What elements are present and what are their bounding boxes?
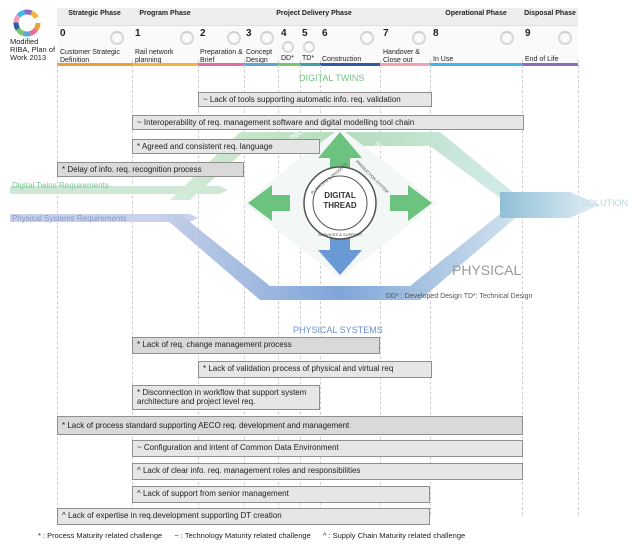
legend-technology: ~ : Technology Maturity related challeng… — [174, 531, 311, 540]
challenge-box: * Disconnection in workflow that support… — [132, 385, 320, 410]
column-guide — [244, 60, 245, 515]
stage-5-name: TD* — [302, 55, 315, 62]
stage-5-number: 5 — [302, 28, 308, 39]
abbreviation-note: DD* : Developed Design TD*: Technical De… — [386, 293, 533, 300]
stage-1-name: Rail network planning — [135, 49, 174, 64]
stage-0-number: 0 — [60, 28, 66, 39]
stage-9-bar — [522, 63, 578, 66]
stage-8-name: In Use — [433, 56, 454, 63]
stage-2-bar — [198, 63, 244, 66]
down-arrow-icon — [318, 236, 362, 275]
stage-4-ring-icon — [282, 41, 294, 53]
column-guide — [57, 60, 58, 515]
dt-requirements-ribbon — [10, 186, 228, 194]
stage-1-number: 1 — [135, 28, 141, 39]
column-guide — [578, 60, 579, 515]
stage-4-number: 4 — [281, 28, 287, 39]
stage-6-ring-icon — [360, 31, 374, 45]
phase-operational: Operational Phase — [445, 10, 507, 17]
challenge-box: * Lack of validation process of physical… — [198, 361, 432, 378]
challenge-box: ~ Lack of tools supporting automatic inf… — [198, 92, 432, 107]
phase-disposal: Disposal Phase — [524, 10, 576, 17]
column-guide — [132, 60, 133, 515]
solution-label: SOLUTION — [582, 198, 629, 208]
digital-thread-label: DIGITAL THREAD — [323, 191, 357, 210]
physical-systems-label: PHYSICAL SYSTEMS — [293, 325, 383, 335]
stage-0-ring-icon — [110, 31, 124, 45]
stage-9-number: 9 — [525, 28, 531, 39]
stage-4-name: DD* — [281, 55, 294, 62]
physical-systems-band — [160, 214, 520, 300]
stage-6-bar — [320, 63, 380, 66]
challenge-box: ~ Interoperability of req. management so… — [132, 115, 524, 130]
riba-title: Modified RIBA, Plan of Work 2013 — [10, 37, 56, 62]
up-arrow-icon — [318, 132, 362, 172]
ring-label-services: SERVICES & SUPPORT — [318, 232, 363, 237]
stage-4-bar — [278, 63, 300, 66]
stage-5-ring-icon — [303, 41, 315, 53]
stage-1-ring-icon — [180, 31, 194, 45]
stage-8-bar — [430, 63, 522, 66]
stage-1-bar — [132, 63, 198, 66]
stage-2-name: Preparation & Brief — [200, 49, 243, 64]
legend-process: * : Process Maturity related challenge — [38, 531, 163, 540]
dt-requirements-label: Digital Twins Requirements — [12, 181, 109, 190]
challenge-box: ^ Lack of support from senior management — [132, 486, 430, 503]
legend-supply-chain: ^ : Supply Chain Maturity related challe… — [322, 531, 466, 540]
ps-requirements-label: Physical Systems Requirements — [12, 214, 127, 223]
challenge-box: ^ Lack of clear info. req. management ro… — [132, 463, 523, 480]
stage-row — [57, 26, 578, 64]
column-guide — [522, 60, 523, 515]
digital-twins-label: DIGITAL TWINS — [299, 73, 365, 83]
stage-8-number: 8 — [433, 28, 439, 39]
challenge-box: * Agreed and consistent req. language — [132, 139, 320, 154]
ps-requirements-ribbon — [10, 214, 198, 222]
challenge-box: * Lack of req. change management process — [132, 337, 380, 354]
stage-5-bar — [300, 63, 320, 66]
challenge-box: ~ Configuration and intent of Common Dat… — [132, 440, 523, 457]
legend: * : Process Maturity related challenge ~… — [38, 531, 475, 540]
stage-6-number: 6 — [322, 28, 328, 39]
phase-program: Program Phase — [139, 10, 191, 17]
right-arrow-icon — [390, 185, 432, 221]
stage-2-number: 2 — [200, 28, 206, 39]
left-arrow-icon — [248, 185, 290, 221]
phase-strategic: Strategic Phase — [68, 10, 121, 17]
stage-6-name: Construction — [322, 56, 362, 63]
stage-7-ring-icon — [412, 31, 426, 45]
challenge-box: * Delay of info. req. recognition proces… — [57, 162, 244, 177]
stage-3-number: 3 — [246, 28, 252, 39]
stage-3-bar — [244, 63, 278, 66]
stage-0-name: Customer Strategic Definition — [60, 49, 120, 64]
stage-9-ring-icon — [558, 31, 572, 45]
riba-logo-icon — [13, 9, 41, 37]
column-guide — [198, 60, 199, 515]
stage-7-name: Handover & Close out — [383, 49, 420, 64]
stage-7-number: 7 — [383, 28, 389, 39]
stage-2-ring-icon — [227, 31, 241, 45]
phase-bar — [57, 8, 578, 26]
solution-arrow — [500, 192, 600, 218]
physical-label: PHYSICAL — [452, 262, 522, 278]
stage-3-ring-icon — [260, 31, 274, 45]
stage-0-bar — [57, 63, 132, 66]
phase-project-delivery: Project Delivery Phase — [276, 10, 352, 17]
stage-9-name: End of Life — [525, 56, 559, 63]
stage-7-bar — [380, 63, 430, 66]
stage-3-name: Concept Design — [246, 49, 273, 64]
challenge-box: * Lack of process standard supporting AE… — [57, 416, 523, 435]
challenge-box: ^ Lack of expertise in req.development s… — [57, 508, 430, 525]
thread-inner-ring — [312, 175, 368, 231]
stage-8-ring-icon — [500, 31, 514, 45]
